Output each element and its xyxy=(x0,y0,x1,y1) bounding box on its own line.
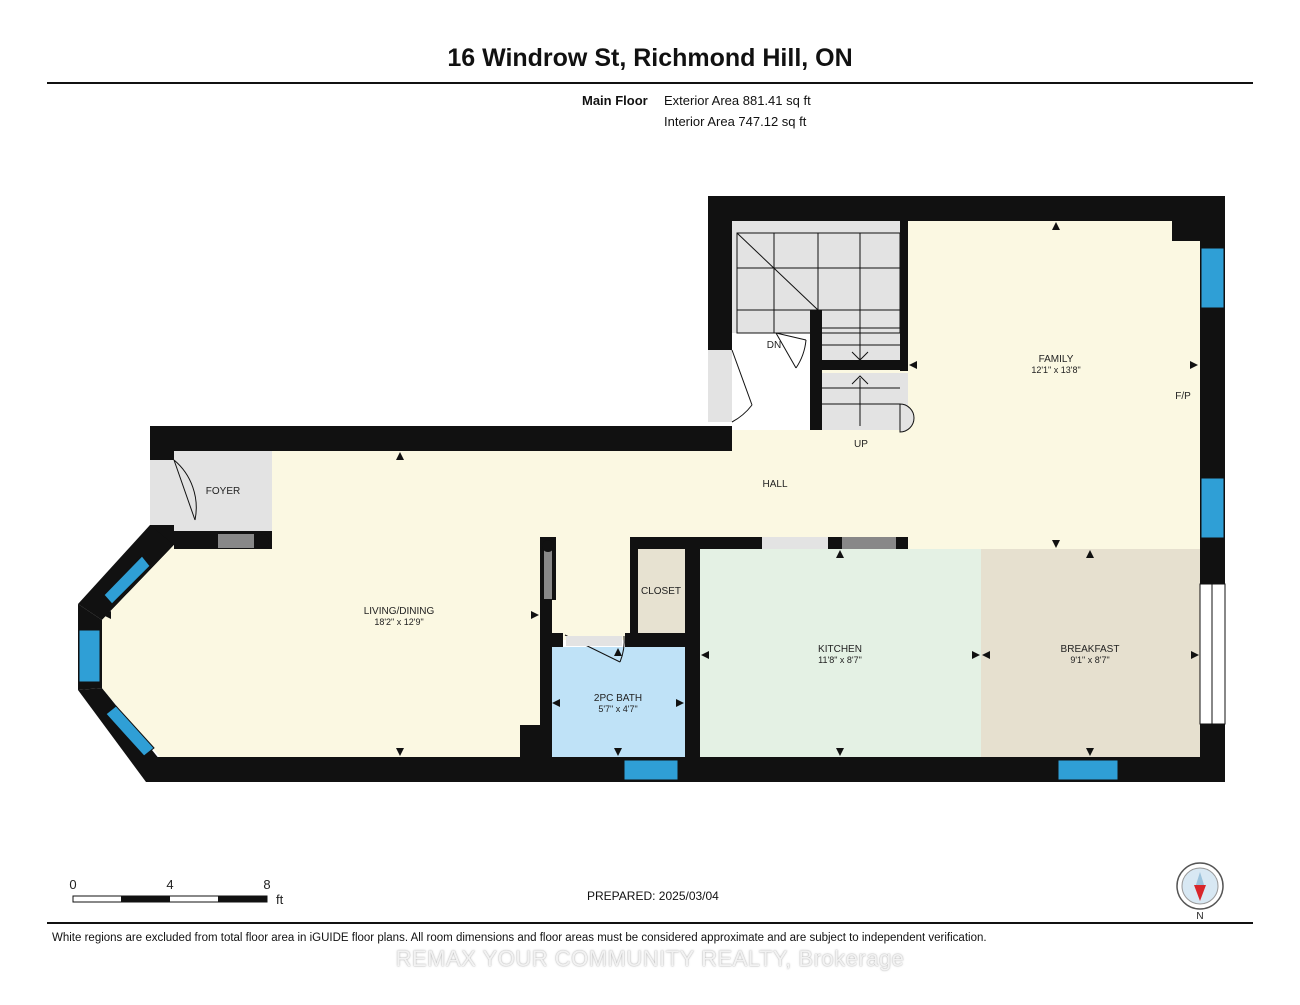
bath-dims: 5'7" x 4'7" xyxy=(598,704,637,714)
kitchen-dims: 11'8" x 8'7" xyxy=(818,655,862,665)
closet-fill xyxy=(637,549,685,635)
footer-rule xyxy=(47,922,1253,924)
brokerage-watermark: REMAX YOUR COMMUNITY REALTY, Brokerage xyxy=(395,946,905,971)
compass-label: N xyxy=(1196,911,1203,922)
hall-label: HALL xyxy=(762,479,787,490)
scale-tick-8: 8 xyxy=(263,877,270,892)
family-dims: 12'1" x 13'8" xyxy=(1031,365,1080,375)
prepared-date: PREPARED: 2025/03/04 xyxy=(587,889,719,903)
foyer-label: FOYER xyxy=(206,486,240,497)
bath-label: 2PC BATH xyxy=(594,693,642,704)
compass-icon xyxy=(1176,862,1224,910)
bath-fill xyxy=(551,647,685,757)
foyer-fill xyxy=(174,451,272,531)
kitchen-label: KITCHEN xyxy=(818,644,862,655)
stairs-down-label: DN xyxy=(767,340,781,351)
breakfast-label: BREAKFAST xyxy=(1061,644,1120,655)
scale-tick-4: 4 xyxy=(166,877,173,892)
fireplace-label: F/P xyxy=(1175,391,1191,402)
closet-label: CLOSET xyxy=(641,586,681,597)
family-label: FAMILY xyxy=(1039,354,1074,365)
scale-unit: ft xyxy=(276,892,284,907)
dimension-arrows xyxy=(103,222,1199,756)
windows xyxy=(78,247,1225,781)
kitchen-fill xyxy=(700,549,981,757)
stairs-up-label: UP xyxy=(854,439,868,450)
exterior-area: Exterior Area 881.41 sq ft xyxy=(664,93,811,108)
plan-title: 16 Windrow St, Richmond Hill, ON xyxy=(447,44,853,72)
living-fill xyxy=(102,430,908,757)
breakfast-dims: 9'1" x 8'7" xyxy=(1070,655,1109,665)
floor-name: Main Floor xyxy=(582,93,648,108)
disclaimer: White regions are excluded from total fl… xyxy=(52,932,987,944)
living-dining-dims: 18'2" x 12'9" xyxy=(374,617,423,627)
title-rule xyxy=(47,82,1253,84)
scale-tick-0: 0 xyxy=(69,877,76,892)
scale-bar xyxy=(72,895,268,903)
living-dining-label: LIVING/DINING xyxy=(364,606,435,617)
breakfast-fill xyxy=(981,549,1200,757)
interior-area: Interior Area 747.12 sq ft xyxy=(664,114,807,129)
